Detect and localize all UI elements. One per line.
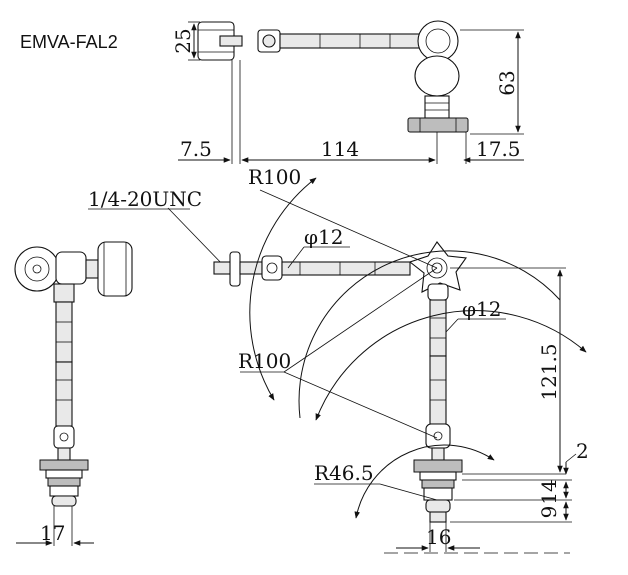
thread-label: 1/4-20UNC [88, 187, 202, 211]
dim-2: 2 [576, 439, 589, 463]
dim-114: 114 [321, 137, 359, 161]
front-arm [281, 261, 411, 276]
side-base [39, 459, 89, 471]
dim-16: 16 [426, 525, 451, 549]
dim-121-5: 121.5 [537, 343, 561, 400]
dim-25: 25 [171, 28, 195, 53]
phi12-top-label: φ12 [304, 225, 343, 249]
star-knob [408, 241, 467, 293]
top-stud [219, 35, 243, 47]
dim-9: 9 [537, 506, 561, 519]
front-base [413, 459, 463, 473]
r100-top-label: R100 [248, 165, 301, 189]
dim-63: 63 [495, 70, 519, 95]
side-ball-joint [14, 246, 60, 292]
side-knob [97, 241, 133, 297]
dim-17: 17 [40, 521, 65, 545]
dim-7-5: 7.5 [180, 137, 212, 161]
phi12-side-label: φ12 [462, 297, 501, 321]
r46-5-label: R46.5 [314, 461, 374, 485]
top-view: 25 63 7.5 114 17.5 [171, 20, 524, 164]
model-label: EMVA-FAL2 [20, 32, 118, 52]
side-view: 17 [14, 241, 133, 546]
r100-mid-label: R100 [238, 349, 291, 373]
top-arm [279, 33, 421, 49]
top-ball-joint [417, 20, 459, 62]
dim-14: 14 [537, 479, 561, 504]
top-base [407, 117, 469, 133]
front-view: 1/4-20UNC φ12 [88, 165, 589, 554]
dim-17-5: 17.5 [476, 137, 521, 161]
